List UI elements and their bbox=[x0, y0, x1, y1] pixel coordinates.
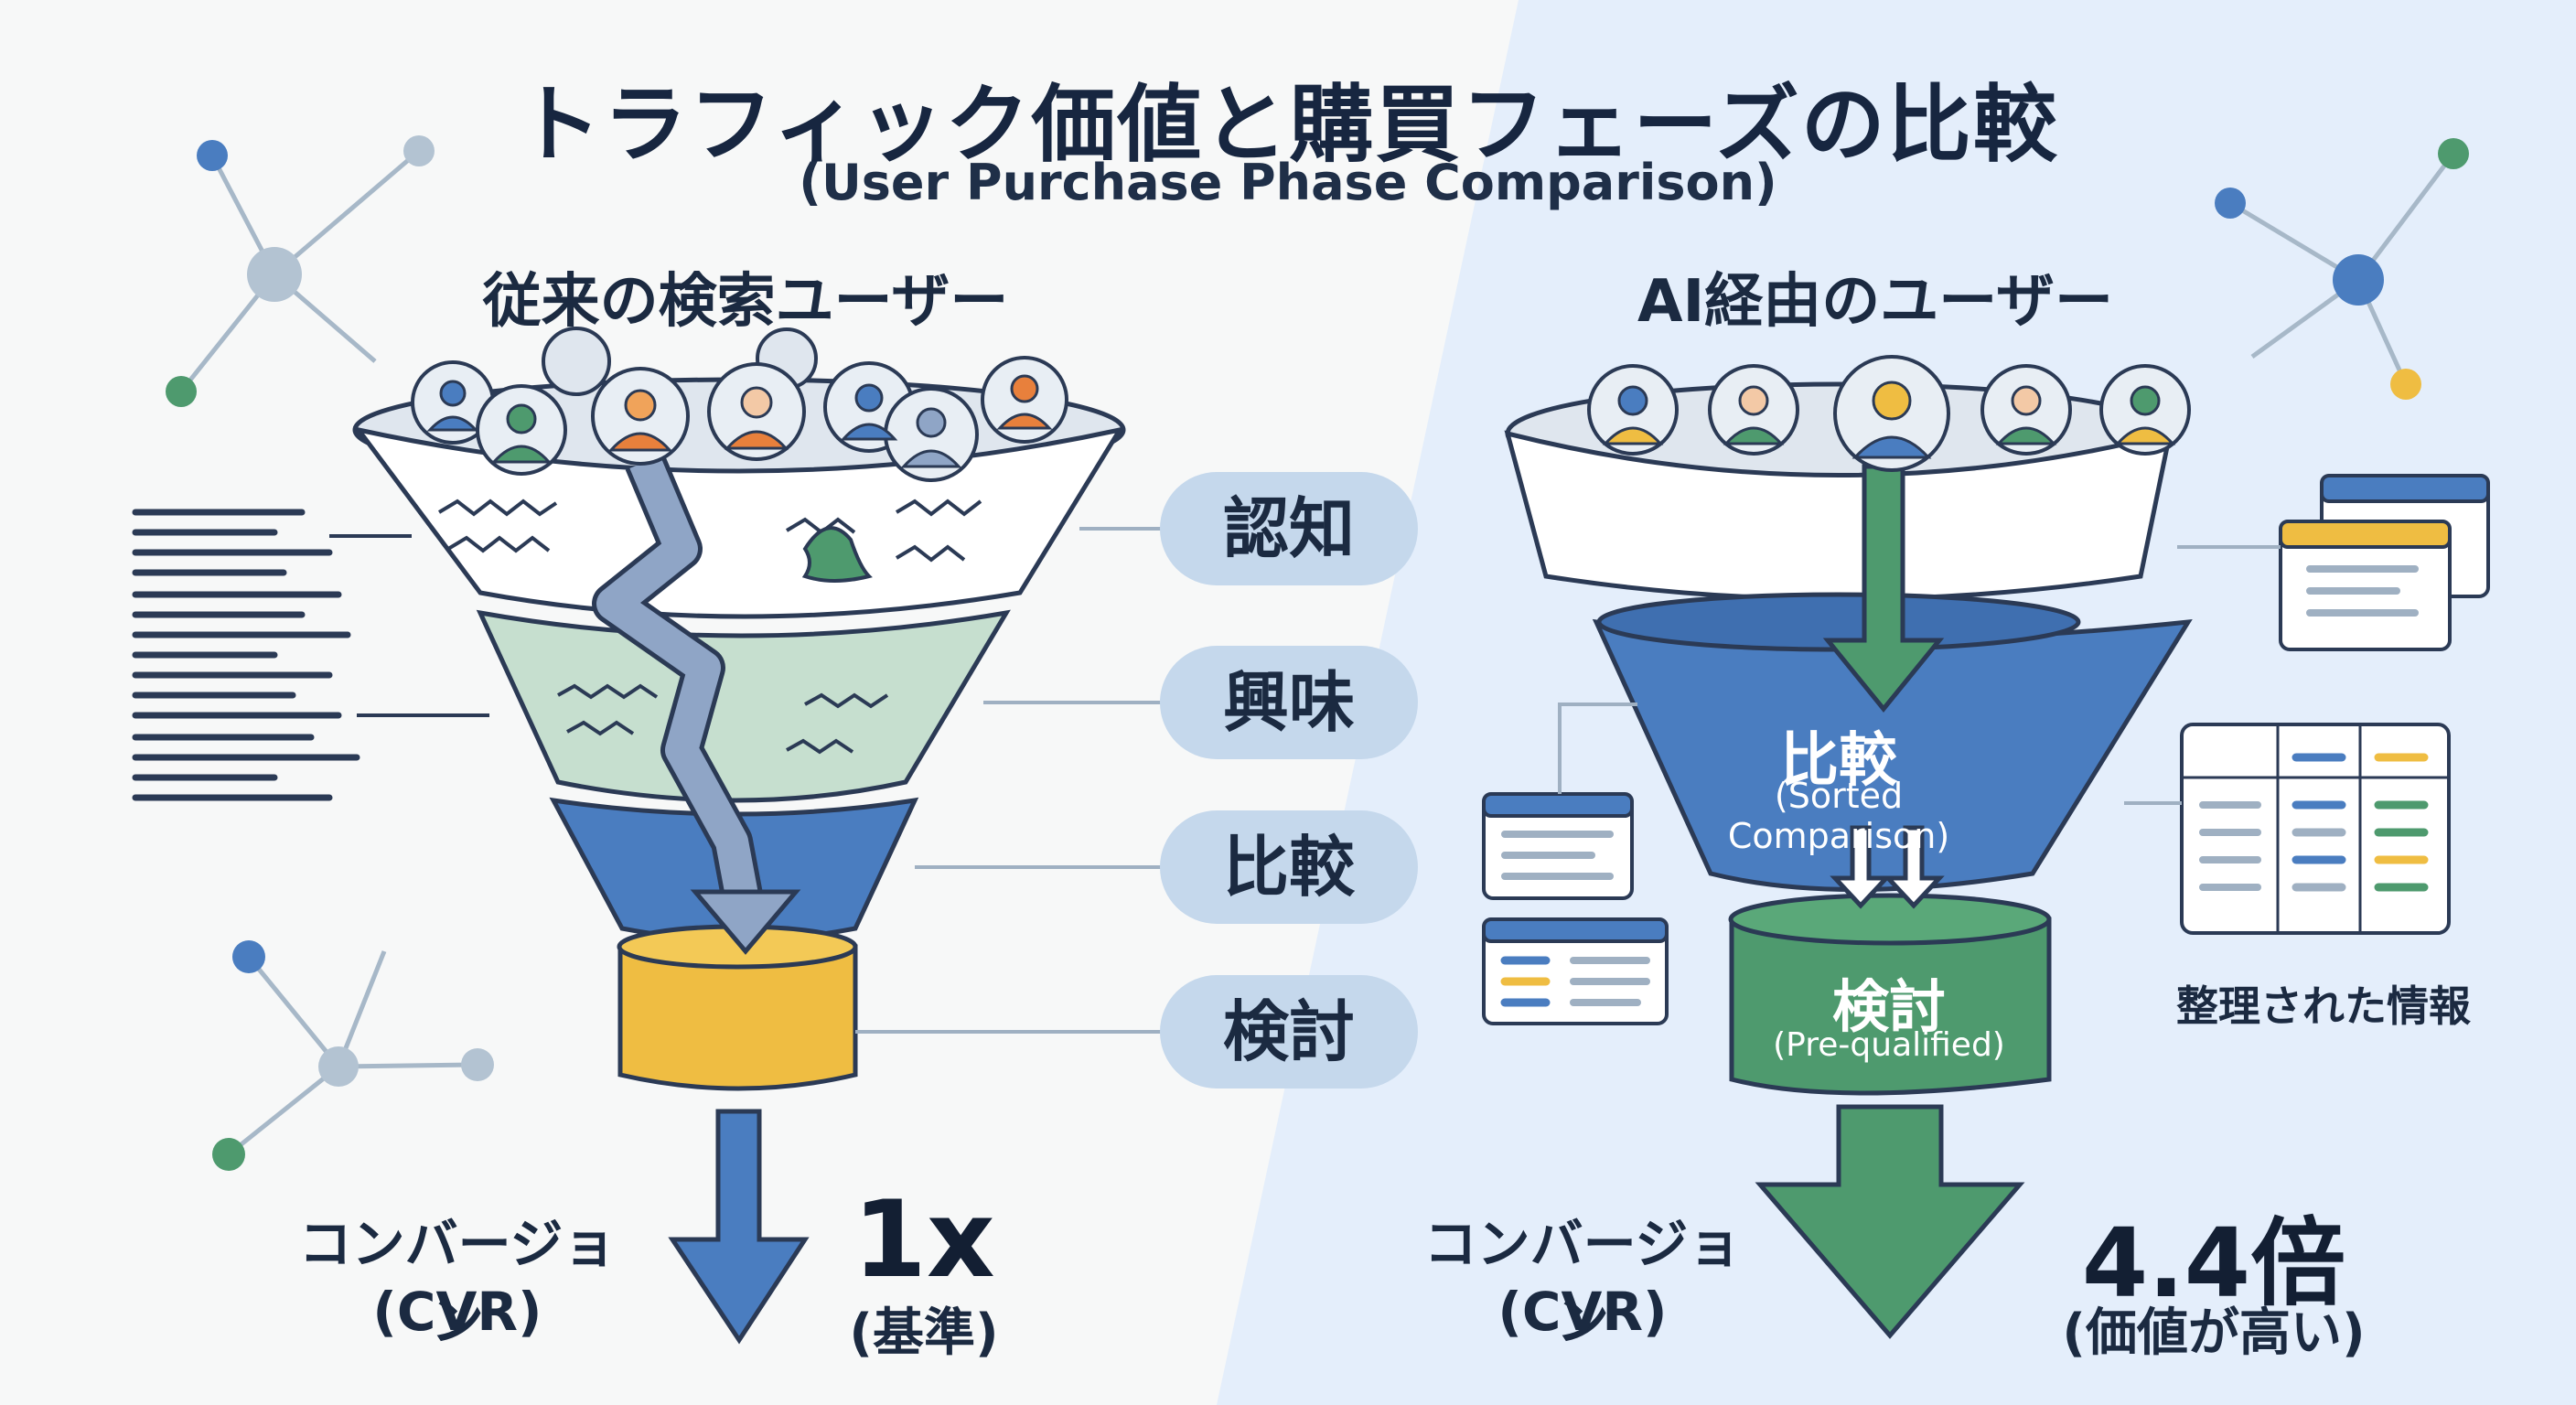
stage-connectors bbox=[855, 527, 1162, 1034]
right-compare-arrows bbox=[1830, 825, 1945, 909]
left-funnel-stage-consideration bbox=[617, 944, 858, 1091]
right-avatar-figures bbox=[1602, 381, 2176, 459]
right-conversion-arrow bbox=[1755, 1104, 2025, 1339]
right-stage-compare-label: 比較 bbox=[1780, 727, 1897, 795]
stage-pill-awareness: 認知 bbox=[1160, 472, 1418, 585]
card-content-lines bbox=[1501, 565, 2419, 1006]
right-stage-consider-sub: (Pre-qualified) bbox=[1773, 1026, 2005, 1064]
network-decoration-bottom-left bbox=[227, 950, 478, 1156]
scribble-marks bbox=[437, 499, 982, 755]
stage-pill-interest: 興味 bbox=[1160, 646, 1418, 759]
right-conversion-sub: (CVR) bbox=[1497, 1281, 1668, 1343]
left-conversion-label: コンバージョン bbox=[298, 1213, 617, 1352]
right-funnel-stage-consideration bbox=[1729, 917, 2052, 1096]
table-card-cells bbox=[1500, 753, 2429, 1007]
right-column-heading: AI経由のユーザー bbox=[1637, 268, 2114, 336]
page-title: トラフィック価値と購買フェーズの比較 bbox=[517, 76, 2059, 174]
right-conversion-value: 4.4倍 bbox=[2081, 1207, 2346, 1319]
right-stage-compare-sub: (Sorted Comparison) bbox=[1727, 776, 1950, 856]
left-funnel-stage-interest bbox=[476, 609, 1011, 803]
left-column-heading: 従来の検索ユーザー bbox=[482, 268, 1009, 336]
left-conversion-value: 1x bbox=[853, 1178, 995, 1302]
right-conversion-note: (価値が高い) bbox=[2062, 1303, 2366, 1363]
text-lines-decoration bbox=[132, 509, 360, 801]
card-connectors bbox=[1558, 545, 2281, 805]
right-user-path-arrow bbox=[1822, 464, 1945, 713]
right-conversion-label: コンバージョン bbox=[1423, 1213, 1742, 1352]
sorted-info-caption: 整理された情報 bbox=[2176, 981, 2471, 1031]
stage-pill-consideration: 検討 bbox=[1160, 975, 1418, 1089]
left-conversion-note: (基準) bbox=[849, 1303, 999, 1363]
stage-pill-comparison: 比較 bbox=[1160, 810, 1418, 924]
page-subtitle: (User Purchase Phase Comparison) bbox=[799, 154, 1777, 211]
left-avatar-figures bbox=[426, 374, 1053, 468]
left-conversion-arrow bbox=[668, 1109, 810, 1345]
left-conversion-sub: (CVR) bbox=[372, 1281, 542, 1343]
right-stage-consider-label: 検討 bbox=[1831, 973, 1946, 1040]
map-pin-decoration bbox=[801, 526, 873, 583]
